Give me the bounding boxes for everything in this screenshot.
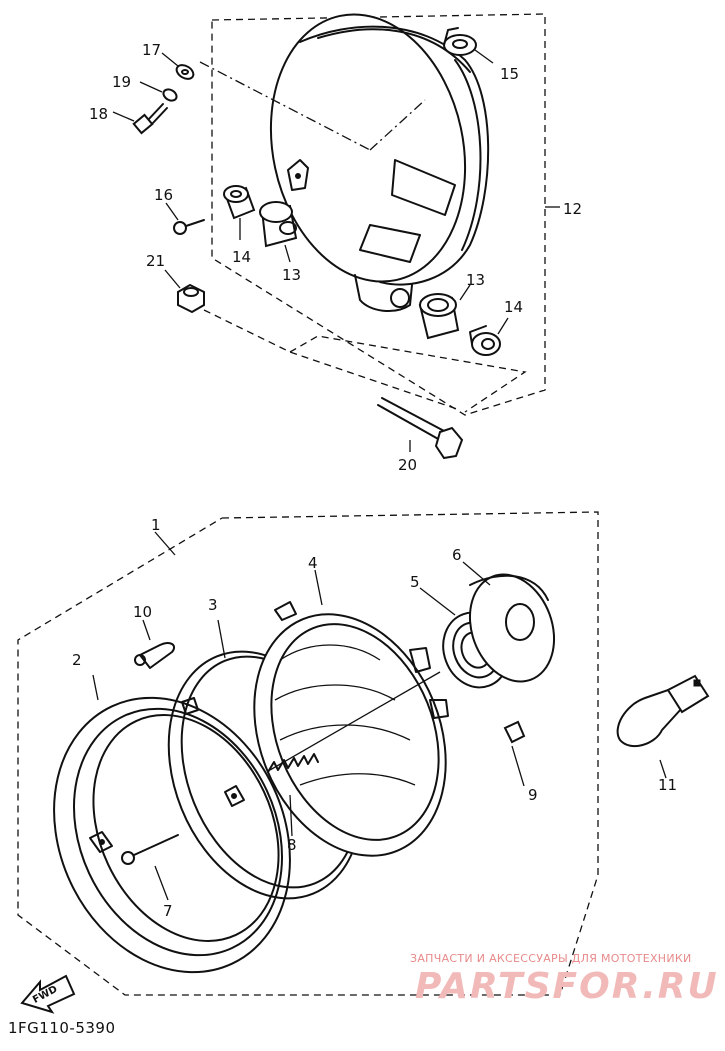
label-9: 9 bbox=[528, 786, 538, 804]
damper-13-lower bbox=[418, 284, 471, 340]
watermark-tagline: ЗАПЧАСТИ И АКСЕССУАРЫ ДЛЯ МОТОТЕХНИКИ bbox=[410, 952, 692, 965]
spring-8 bbox=[267, 671, 441, 837]
label-4: 4 bbox=[308, 554, 318, 572]
label-11: 11 bbox=[658, 776, 677, 794]
fwd-arrow-icon bbox=[20, 974, 76, 1014]
nut-21 bbox=[164, 269, 205, 314]
label-16: 16 bbox=[154, 186, 173, 204]
label-15: 15 bbox=[500, 65, 519, 83]
label-14-lower: 14 bbox=[504, 298, 523, 316]
lock-washer-19 bbox=[139, 81, 178, 102]
grommet-15 bbox=[443, 27, 494, 64]
label-19: 19 bbox=[112, 73, 131, 91]
screw-16 bbox=[165, 202, 205, 235]
bulb-11 bbox=[616, 674, 710, 779]
bolt-18 bbox=[112, 103, 168, 135]
headlight-unit-group bbox=[17, 511, 710, 1014]
washer-17 bbox=[161, 52, 195, 80]
label-10: 10 bbox=[133, 603, 152, 621]
label-21: 21 bbox=[146, 252, 165, 270]
housing-assembly-group bbox=[112, 13, 560, 460]
label-7: 7 bbox=[163, 902, 173, 920]
label-20: 20 bbox=[398, 456, 417, 474]
label-17: 17 bbox=[142, 41, 161, 59]
label-14-upper: 14 bbox=[232, 248, 251, 266]
bolt-20 bbox=[377, 397, 464, 460]
collar-14-lower bbox=[469, 317, 509, 356]
drawing-code: 1FG110-5390 bbox=[8, 1019, 116, 1037]
label-2: 2 bbox=[72, 651, 82, 669]
watermark-logo: PARTSFOR.RU bbox=[415, 966, 719, 1007]
label-13-upper: 13 bbox=[282, 266, 301, 284]
screw-7 bbox=[121, 834, 179, 901]
label-5: 5 bbox=[410, 573, 420, 591]
label-13-lower: 13 bbox=[466, 271, 485, 289]
lens-unit-4 bbox=[253, 569, 449, 857]
label-6: 6 bbox=[452, 546, 462, 564]
label-1: 1 bbox=[151, 516, 161, 534]
collar-14-upper bbox=[223, 185, 256, 240]
label-12: 12 bbox=[563, 200, 582, 218]
label-18: 18 bbox=[89, 105, 108, 123]
terminal-9 bbox=[503, 720, 526, 787]
group-12-boundary bbox=[211, 13, 546, 416]
group-1-boundary bbox=[17, 511, 599, 996]
label-8: 8 bbox=[287, 836, 297, 854]
socket-cover-6 bbox=[462, 561, 556, 683]
clip-10 bbox=[134, 619, 176, 669]
label-3: 3 bbox=[208, 596, 218, 614]
damper-13-upper bbox=[259, 201, 298, 263]
rim-2 bbox=[53, 674, 291, 974]
headlight-housing bbox=[199, 13, 490, 312]
